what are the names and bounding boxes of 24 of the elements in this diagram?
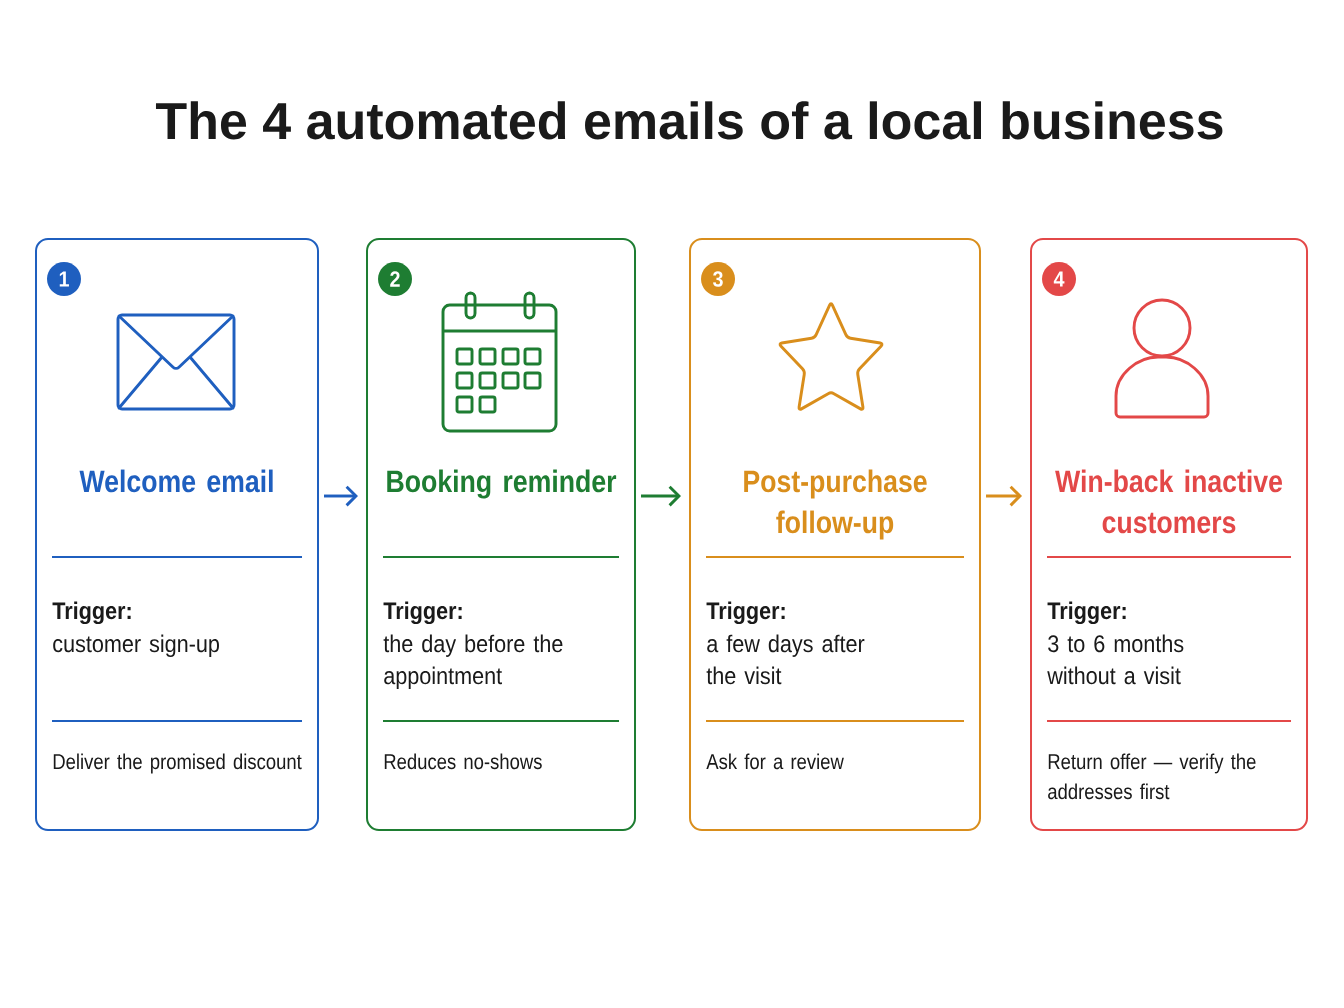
trigger-label: Trigger: [52,601,131,625]
trigger-text: 3 to 6 months without a visit [1047,634,1184,685]
number-badge: 4 [1042,262,1076,296]
note-text: Reduces no-shows [384,753,542,770]
trigger-text: customer sign-up [53,634,219,657]
title: The 4 automated emails of a local business [156,101,1223,140]
note-text: Return offer — verify the addresses first [1048,753,1256,800]
arrow [986,485,1022,507]
trigger-text: the day before the appointment [383,634,563,689]
number-badge: 1 [47,262,81,296]
note-text: Deliver the promised discount [53,753,302,774]
heading: Booking reminder [387,469,617,499]
arrow [641,485,681,507]
note-text: Ask for a review [706,753,844,770]
trigger-label: Trigger: [1047,601,1126,625]
number-badge: 3 [701,262,735,296]
arrow [324,485,358,507]
trigger-label: Trigger: [383,601,462,625]
trigger-label: Trigger: [706,601,785,625]
heading: Win-back inactive customers [1055,469,1283,534]
heading: Welcome email [79,469,273,493]
heading: Post-purchase follow-up [744,469,927,540]
number-badge: 2 [378,262,412,296]
trigger-text: a few days after the visit [706,634,865,685]
